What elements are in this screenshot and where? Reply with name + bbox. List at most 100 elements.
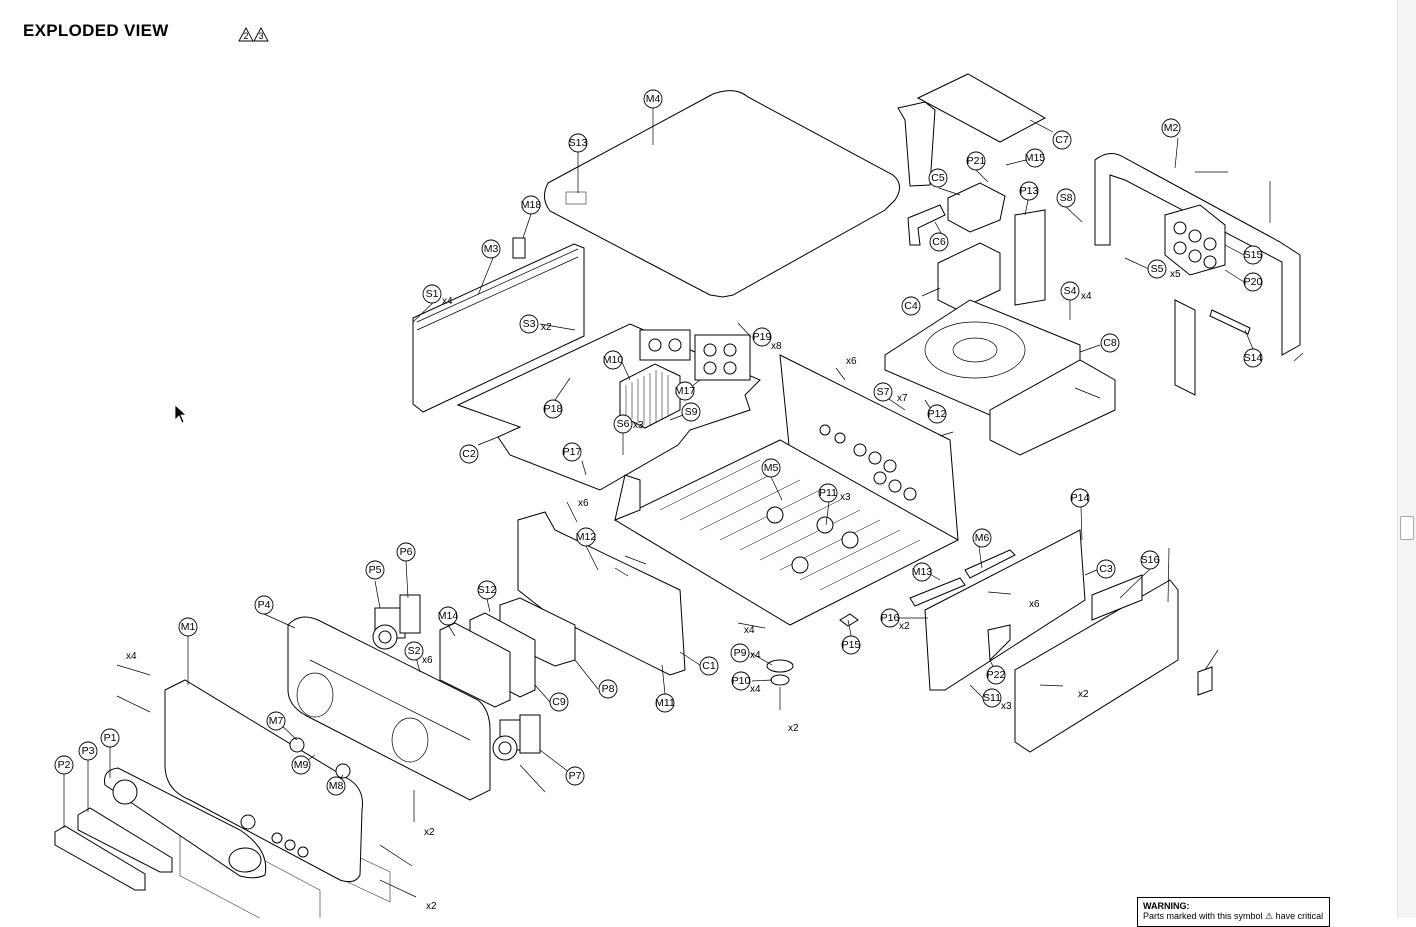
callout-circle <box>100 728 120 748</box>
callout-circle <box>1243 245 1263 265</box>
callout-circle <box>178 617 198 637</box>
callout-circle <box>982 688 1002 708</box>
window-m14 <box>439 622 511 708</box>
quantity-multiplier: x6 <box>578 498 589 509</box>
callout-m15: M15 <box>1025 148 1045 168</box>
callout-circle <box>1161 118 1181 138</box>
callout-circle <box>481 239 501 259</box>
callout-p20: P20 <box>1243 272 1262 292</box>
quantity-multiplier: x6 <box>1029 599 1040 610</box>
callout-m18: M18 <box>521 195 542 215</box>
vertical-scrollbar[interactable] <box>1397 0 1416 918</box>
callout-c4: C4 <box>901 296 921 316</box>
warning-heading: WARNING: <box>1143 901 1190 911</box>
callout-label: C4 <box>904 300 918 312</box>
callout-circle <box>598 679 618 699</box>
callout-circle <box>422 284 442 304</box>
callout-p13: P13 <box>1019 181 1038 201</box>
callout-p19: P19 <box>752 327 771 347</box>
callout-label: P12 <box>928 408 947 420</box>
callout-label: P2 <box>58 759 71 771</box>
callout-m7: M7 <box>266 711 286 731</box>
callout-label: M5 <box>764 462 779 474</box>
back-panel <box>1094 153 1301 356</box>
callout-circle <box>927 404 947 424</box>
callout-s14: S14 <box>1243 348 1262 368</box>
callout-label: M18 <box>521 199 542 211</box>
quantity-multiplier: x2 <box>1078 689 1089 700</box>
callout-label: P7 <box>569 770 582 782</box>
quantity-multiplier: x6 <box>846 356 857 367</box>
callout-p3: P3 <box>78 741 98 761</box>
quantity-multiplier: x2 <box>426 901 437 912</box>
callout-p10: P10 <box>731 671 751 691</box>
module-c4 <box>937 242 1001 311</box>
symbol-ref-2: 2 <box>243 31 248 41</box>
quantity-multiplier: x3 <box>840 492 851 503</box>
callout-circle <box>477 580 497 600</box>
callout-label: P5 <box>369 564 382 576</box>
quantity-multiplier: x5 <box>1170 269 1181 280</box>
callout-circle <box>1056 188 1076 208</box>
quantity-multiplier: x2 <box>788 723 799 734</box>
callout-circle <box>78 741 98 761</box>
callout-circle <box>1140 550 1160 570</box>
callout-c1: C1 <box>699 656 719 676</box>
callout-m11: M11 <box>655 693 675 713</box>
callout-s5: S5 <box>1147 259 1167 279</box>
quantity-multiplier: x4 <box>126 651 137 662</box>
chassis-base <box>613 439 960 626</box>
callout-m9: M9 <box>291 755 311 775</box>
callout-circle <box>730 643 750 663</box>
label-s16 <box>1091 574 1143 621</box>
callout-label: P15 <box>842 639 861 651</box>
callout-s1: S1 <box>422 284 442 304</box>
quantity-multiplier: x4 <box>1081 291 1092 302</box>
quantity-multiplier: x3 <box>633 420 644 431</box>
quantity-multiplier: x4 <box>750 650 761 661</box>
callout-label: M9 <box>294 759 309 771</box>
callout-label: C2 <box>462 448 476 460</box>
callout-circle <box>731 671 751 691</box>
foot-p10 <box>770 674 790 686</box>
scrollbar-thumb[interactable] <box>1400 516 1414 540</box>
front-cover <box>164 679 363 883</box>
callout-circle <box>912 562 932 582</box>
callout-m14: M14 <box>438 606 459 626</box>
bracket-p6 <box>399 594 421 634</box>
callout-label: S12 <box>478 584 497 596</box>
callout-label: M14 <box>438 610 459 622</box>
callout-label: M3 <box>484 243 499 255</box>
callout-label: S13 <box>569 137 588 149</box>
callout-label: P4 <box>258 599 271 611</box>
callout-s8: S8 <box>1056 188 1076 208</box>
clip-p15 <box>839 613 859 627</box>
strip-p3 <box>77 807 173 873</box>
quantity-multiplier: x7 <box>897 393 908 404</box>
callout-m6: M6 <box>972 528 992 548</box>
callout-circle <box>1147 259 1167 279</box>
warning-symbol-icon: 3 <box>253 27 269 42</box>
callout-label: P11 <box>819 487 837 499</box>
strip-p2 <box>54 825 146 891</box>
callout-p1: P1 <box>100 728 120 748</box>
exploded-view-drawing: M4S13M18M3S1S3P19M10M17P18S9S6C2P17C7M2P… <box>54 73 1304 918</box>
callout-circle <box>1060 281 1080 301</box>
callout-p18: P18 <box>543 399 562 419</box>
callout-label: P17 <box>563 446 582 458</box>
quantity-multiplier: x3 <box>1001 701 1012 712</box>
leader-lines <box>63 108 1304 898</box>
callout-label: S15 <box>1244 249 1263 261</box>
label-m18-right <box>1197 666 1213 696</box>
callout-c7: C7 <box>1052 130 1072 150</box>
callout-circle <box>396 542 416 562</box>
flat-cable-c6 <box>907 204 946 246</box>
quantity-multiplier: x8 <box>771 341 782 352</box>
callout-circle <box>291 755 311 775</box>
callout-p7: P7 <box>565 766 585 786</box>
callout-circle <box>576 527 596 547</box>
callout-s11: S11 <box>982 688 1002 708</box>
panel-p1 <box>104 767 267 879</box>
bracket-p13 <box>1014 209 1046 306</box>
strip-s14 <box>1209 309 1251 335</box>
